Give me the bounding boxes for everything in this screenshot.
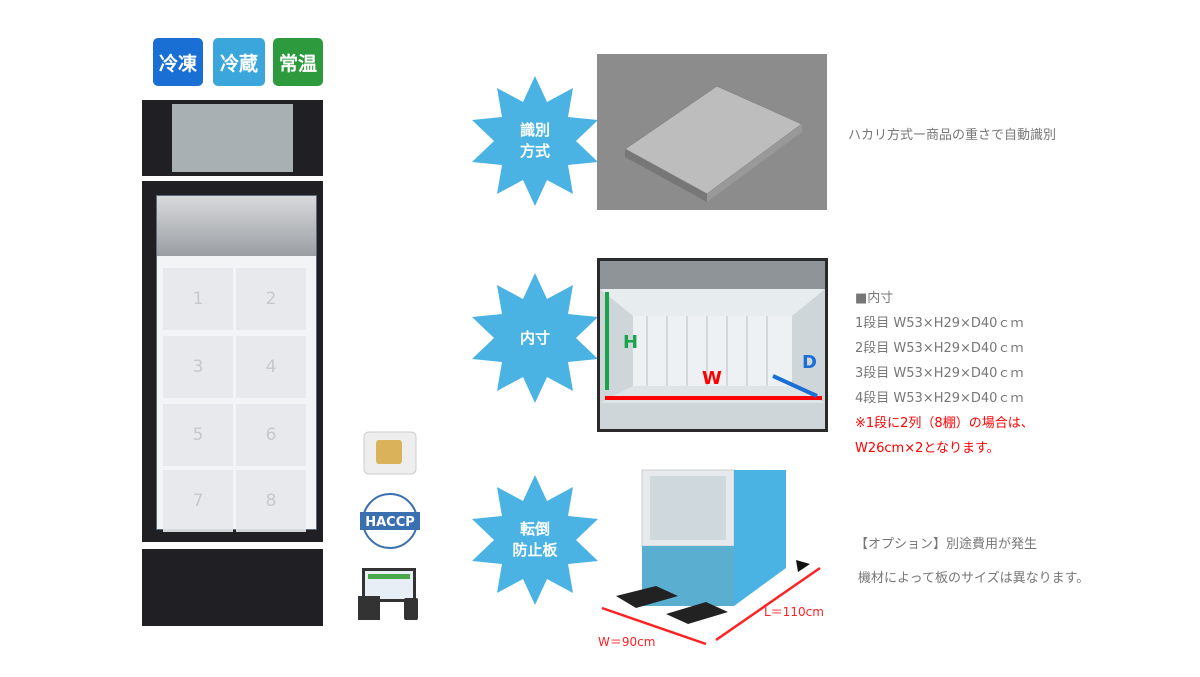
depth-label: D — [802, 352, 817, 373]
identification-title: 識別 方式 — [519, 121, 550, 160]
option-note: 機材によって板のサイズは異なります。 — [858, 571, 1090, 586]
haccp-icon: HACCP — [358, 492, 422, 550]
sim-card-icon — [358, 428, 422, 480]
devices-icon — [356, 566, 422, 622]
shelf-cell: 1 — [163, 268, 233, 330]
ambient-badge: 常温 — [273, 38, 323, 86]
anti-tip-burst: 転倒 防止板 — [470, 475, 600, 605]
option-text: 【オプション】別途費用が発生 — [855, 537, 1038, 552]
anti-tip-photo: L＝110cm W＝90cm — [596, 468, 846, 653]
shelf-cell: 7 — [163, 470, 233, 532]
dimension-row: 4段目 W53×H29×D40ｃｍ — [855, 391, 1024, 406]
shelf-cell: 5 — [163, 404, 233, 466]
fridge-base — [142, 549, 323, 626]
shelf-cell: 2 — [236, 268, 306, 330]
width-label: W — [702, 368, 722, 389]
dimension-note: ※1段に2列（8棚）の場合は、 — [855, 416, 1034, 431]
haccp-label: HACCP — [365, 515, 415, 530]
width-label: W＝90cm — [598, 635, 655, 649]
interior-photo: H W D — [597, 258, 828, 432]
fridge-top-panel — [142, 100, 323, 176]
height-label: H — [623, 332, 638, 353]
identification-burst: 識別 方式 — [470, 76, 600, 206]
fridge-screen — [172, 104, 293, 172]
dimension-row: 1段目 W53×H29×D40ｃｍ — [855, 316, 1024, 331]
scale-photo — [597, 54, 827, 210]
fridge-display — [157, 196, 316, 256]
dimensions-text: ■内寸 1段目 W53×H29×D40ｃｍ 2段目 W53×H29×D40ｃｍ … — [855, 286, 1034, 461]
frozen-badge: 冷凍 — [153, 38, 203, 86]
anti-tip-title: 転倒 防止板 — [512, 520, 558, 559]
dimension-row: 2段目 W53×H29×D40ｃｍ — [855, 341, 1024, 356]
dimensions-heading: ■内寸 — [855, 291, 894, 306]
shelf-cell: 6 — [236, 404, 306, 466]
fridge-glass-door: 1 2 3 4 5 6 7 8 — [156, 195, 317, 532]
fridge-body: 1 2 3 4 5 6 7 8 — [142, 181, 323, 542]
dimension-row: 3段目 W53×H29×D40ｃｍ — [855, 366, 1024, 381]
dimension-note: W26cm×2となります。 — [855, 441, 1000, 456]
dimensions-burst: 内寸 — [470, 273, 600, 403]
chilled-badge: 冷蔵 — [213, 38, 265, 86]
identification-description: ハカリ方式ー商品の重さで自動識別 — [848, 128, 1057, 143]
length-label: L＝110cm — [764, 605, 824, 619]
dimensions-title: 内寸 — [519, 328, 550, 347]
shelf-cell: 8 — [236, 470, 306, 532]
shelf-cell: 4 — [236, 336, 306, 398]
shelf-cell: 3 — [163, 336, 233, 398]
